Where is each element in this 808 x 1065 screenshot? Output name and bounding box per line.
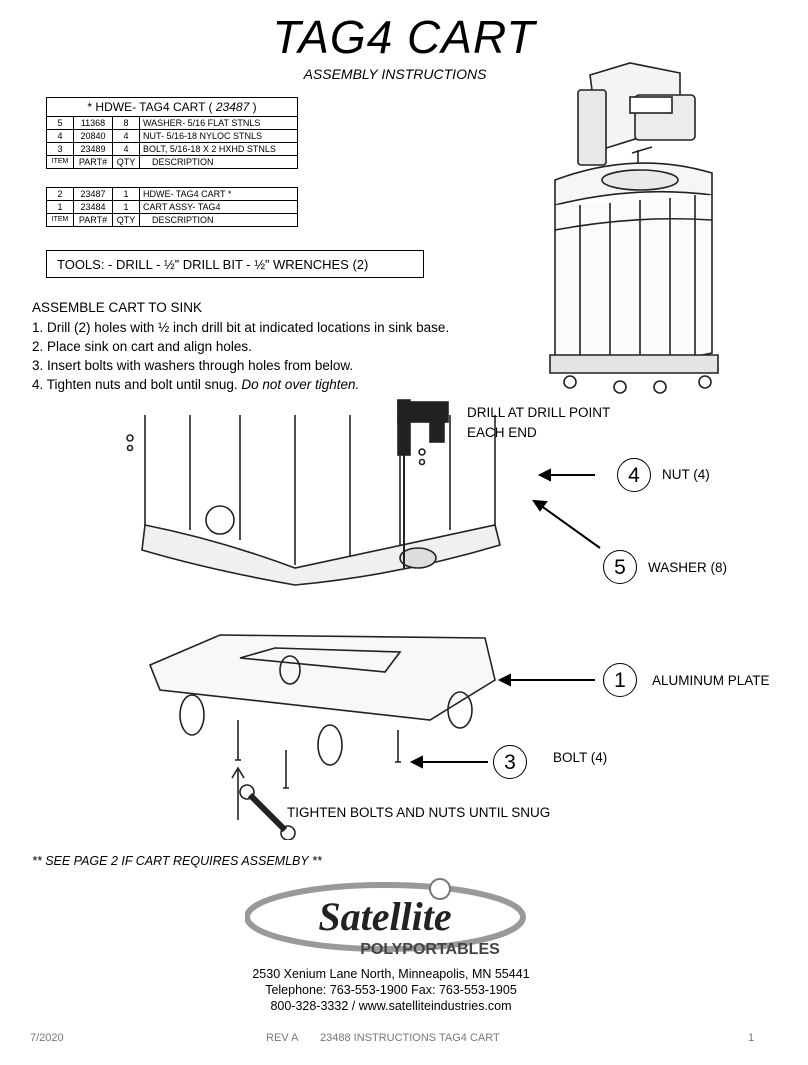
callout-number-3: 3 (493, 745, 527, 779)
exploded-diagram (126, 399, 501, 840)
bolt-icon (235, 720, 241, 761)
list-item: 1. Drill (2) holes with ½ inch drill bit… (32, 320, 450, 335)
page-subtitle: ASSEMBLY INSTRUCTIONS (303, 66, 487, 82)
page-title: TAG4 CART (272, 11, 536, 63)
assembly-note: ** SEE PAGE 2 IF CART REQUIRES ASSEMLBY … (32, 854, 322, 868)
sink-cart-illustration (549, 62, 719, 394)
satellite-logo: Satellite POLYPORTABLES (245, 878, 526, 958)
aluminum-plate (148, 634, 496, 721)
logo-tagline: POLYPORTABLES (360, 941, 500, 958)
callout-number-5: 5 (603, 550, 637, 584)
list-item: 2. Place sink on cart and align holes. (32, 339, 252, 354)
sink-base-ribs (144, 415, 496, 565)
instruction-list: 1. Drill (2) holes with ½ inch drill bit… (32, 318, 449, 394)
company-address: 2530 Xenium Lane North, Minneapolis, MN … (252, 967, 530, 1013)
footer-doc: 23488 INSTRUCTIONS TAG4 CART (320, 1032, 500, 1044)
nut-label: NUT (4) (662, 467, 710, 482)
tools-box: TOOLS: - DRILL - ½” DRILL BIT - ½” WRENC… (46, 250, 424, 278)
tighten-label: TIGHTEN BOLTS AND NUTS UNTIL SNUG (287, 805, 551, 820)
list-item: 4. Tighten nuts and bolt until snug. Do … (32, 377, 360, 392)
callout-arrows (409, 468, 601, 769)
drill-label-line2: EACH END (467, 425, 537, 440)
bolt-label: BOLT (4) (553, 750, 608, 765)
wrench-icon (247, 792, 288, 833)
plate-label: ALUMINUM PLATE (652, 673, 770, 688)
footer-rev: REV A (266, 1032, 299, 1044)
footer-page: 1 (748, 1032, 755, 1044)
instructions-heading: ASSEMBLE CART TO SINK (32, 300, 203, 315)
callout-number-4: 4 (617, 458, 651, 492)
logo-brand: Satellite (318, 894, 451, 939)
list-item: 3. Insert bolts with washers through hol… (32, 358, 354, 373)
drill-label-line1: DRILL AT DRILL POINT (467, 405, 611, 420)
table-caption: * HDWE- TAG4 CART ( 23487 ) (46, 97, 298, 117)
callout-number-1: 1 (603, 663, 637, 697)
washer-label: WASHER (8) (648, 560, 728, 575)
footer-date: 7/2020 (30, 1032, 64, 1044)
